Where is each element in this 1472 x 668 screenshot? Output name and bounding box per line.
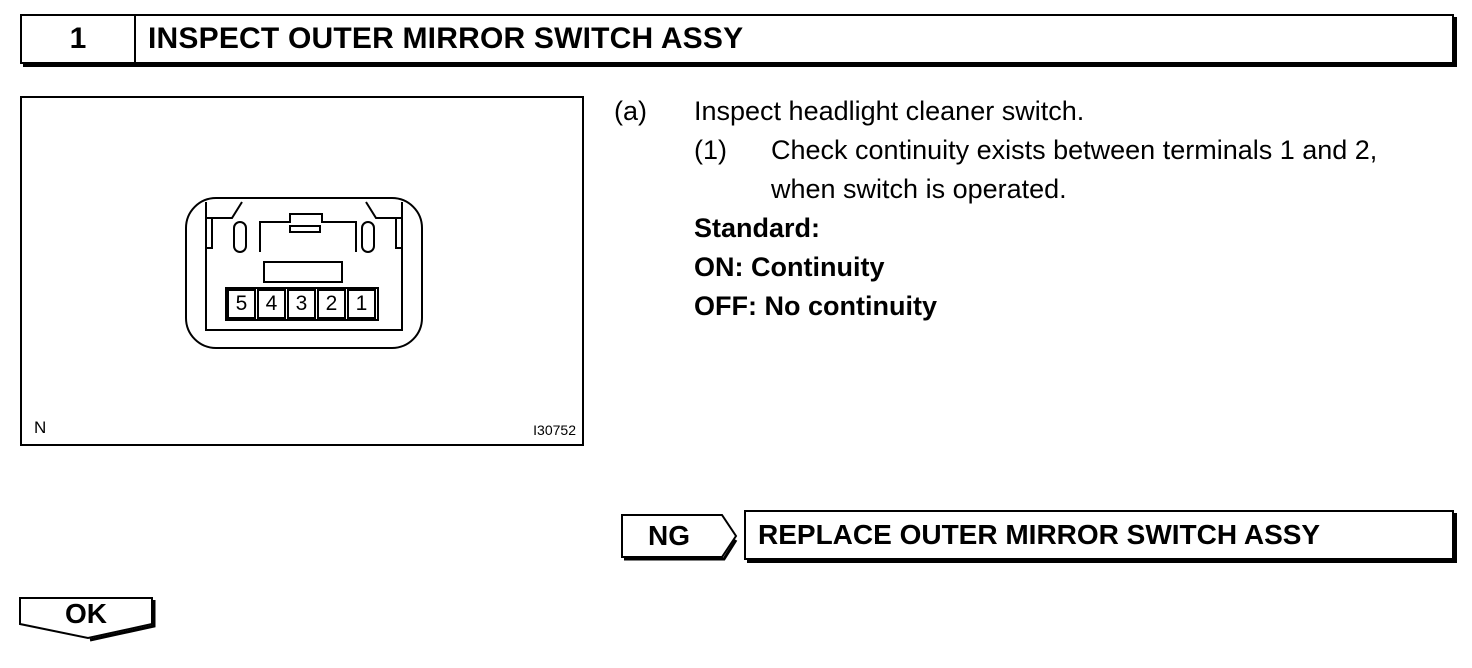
pin-block — [225, 287, 379, 321]
step-title: INSPECT OUTER MIRROR SWITCH ASSY — [148, 22, 744, 55]
ng-action-box: REPLACE OUTER MIRROR SWITCH ASSY — [744, 510, 1454, 560]
connector-top-ledge — [206, 201, 402, 219]
connector-right-slot — [395, 217, 402, 249]
ng-label: NG — [648, 520, 690, 551]
ng-arrow-shape — [621, 514, 738, 561]
pin-cell — [317, 289, 346, 319]
pin-label: 1 — [355, 292, 368, 315]
connector-left-key — [233, 221, 247, 253]
pin-cell — [287, 289, 316, 319]
ok-branch: OK — [18, 594, 158, 644]
connector-diagram — [185, 197, 423, 349]
pin-cell — [227, 289, 256, 319]
item-a-marker: (a) — [614, 96, 647, 126]
pin-label: 4 — [265, 292, 278, 315]
ok-label: OK — [65, 598, 107, 629]
connector-window — [263, 261, 343, 283]
connector-latch-tab — [289, 225, 321, 233]
ng-branch: NG — [618, 512, 738, 561]
off-spec: OFF: No continuity — [694, 291, 937, 321]
sub-1-line2: when switch is operated. — [771, 174, 1067, 204]
sub-1-line1: Check continuity exists between terminal… — [771, 135, 1378, 165]
step-number: 1 — [22, 16, 136, 62]
pin-cell — [347, 289, 376, 319]
standard-label: Standard: — [694, 213, 821, 243]
connector-right-key — [361, 221, 375, 253]
sub-1-marker: (1) — [694, 135, 727, 165]
pin-label: 3 — [295, 292, 308, 315]
connector-figure: 5 4 3 2 1 N I30752 — [20, 96, 584, 446]
on-spec: ON: Continuity — [694, 252, 885, 282]
step-header: 1 INSPECT OUTER MIRROR SWITCH ASSY — [20, 14, 1454, 64]
pin-label: 2 — [325, 292, 338, 315]
figure-id: I30752 — [533, 422, 576, 438]
connector-left-slot — [206, 217, 213, 249]
connector-latch — [259, 213, 357, 252]
pin-cell — [257, 289, 286, 319]
pin-label: 5 — [235, 292, 248, 315]
figure-view-label: N — [34, 418, 47, 437]
item-a-text: Inspect headlight cleaner switch. — [694, 96, 1085, 126]
connector-housing-inner — [205, 202, 403, 331]
ok-arrow-shape — [19, 597, 156, 642]
connector-housing-outer — [185, 197, 423, 349]
